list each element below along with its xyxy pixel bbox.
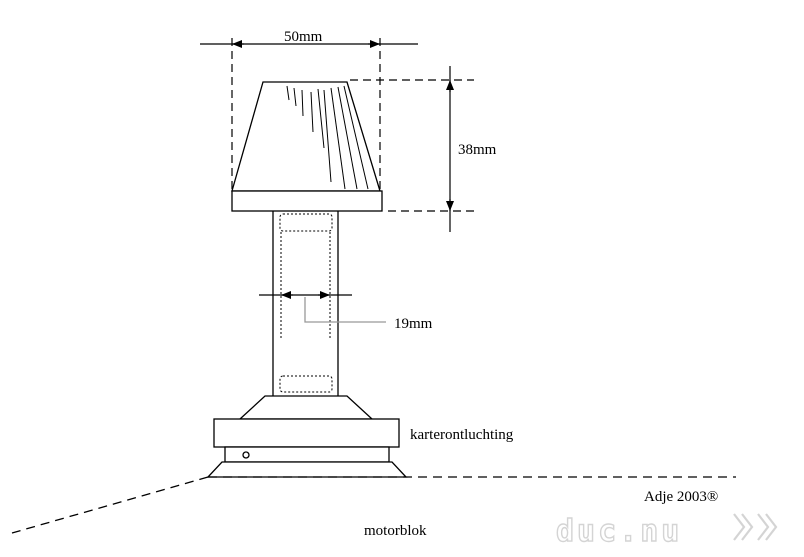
breather-label: karterontluchting [410,427,514,443]
height-label: 38mm [458,142,497,158]
dimension-50mm [200,38,418,191]
engine-block-line [11,476,736,534]
diameter-label: 19mm [394,316,433,332]
dimension-19mm [259,291,386,323]
double-chevron-right-icon [733,513,778,541]
filter-base-ring [231,190,383,212]
dimension-38mm [350,66,474,232]
watermark-logo: duc.nu [555,513,778,550]
width-label: 50mm [284,29,323,45]
engine-block-label: motorblok [364,523,427,539]
author-label: Adje 2003® [644,489,718,505]
hidden-lines [279,213,333,393]
breather-fitting [206,395,408,478]
watermark-text: duc.nu [556,514,682,549]
filter-cone [231,81,381,192]
breather-pipe [272,211,339,396]
